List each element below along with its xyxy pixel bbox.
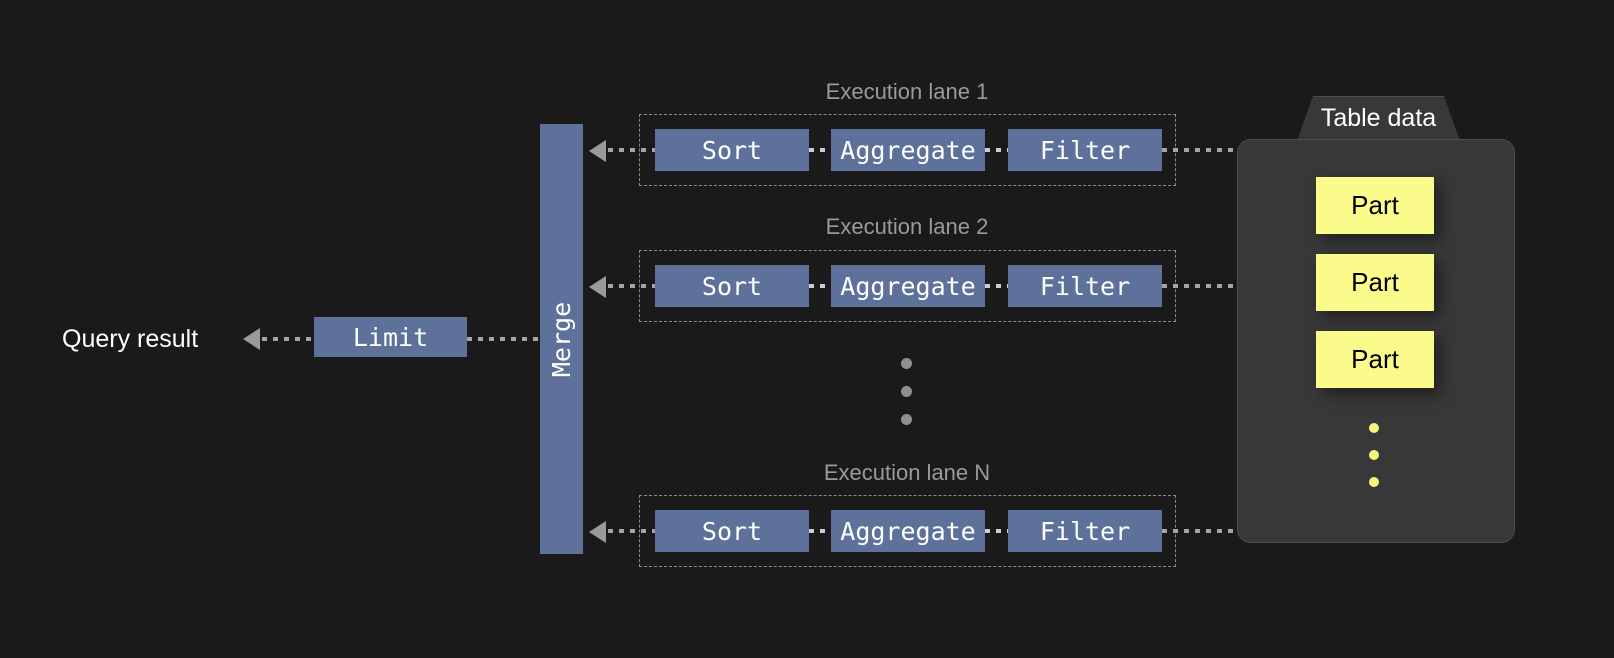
operator-aggregate-lane-n[interactable]: Aggregate [831,510,985,552]
connector-table-to-lane-2 [1162,284,1240,288]
lane-ellipsis-dot [901,414,912,425]
connector-lane-n-to-merge [608,529,656,533]
connector-table-to-lane-1 [1162,148,1240,152]
connector-aggregate-filter-lane-2 [985,284,1008,288]
operator-aggregate-lane-1[interactable]: Aggregate [831,129,985,171]
table-data-tab: Table data [1297,96,1460,141]
part-ellipsis-dot [1369,423,1379,433]
lane-title-1: Execution lane 1 [825,79,989,104]
connector-merge-to-limit [467,337,543,341]
lane-title-n: Execution lane N [823,460,991,485]
connector-lane-1-to-merge [608,148,656,152]
operator-sort-lane-n[interactable]: Sort [655,510,809,552]
operator-filter-lane-n[interactable]: Filter [1008,510,1162,552]
table-data-tab-label: Table data [1320,103,1437,132]
connector-table-to-lane-n [1162,529,1240,533]
merge-bar[interactable]: Merge [540,124,583,554]
operator-filter-lane-2[interactable]: Filter [1008,265,1162,307]
part-box[interactable]: Part [1316,254,1434,311]
operator-sort-lane-1[interactable]: Sort [655,129,809,171]
arrowhead-lane-n [589,521,606,543]
part-ellipsis-dot [1369,477,1379,487]
operator-sort-lane-2[interactable]: Sort [655,265,809,307]
lane-title-2: Execution lane 2 [825,214,989,239]
lane-ellipsis-dot [901,386,912,397]
merge-label: Merge [547,301,577,377]
lane-ellipsis-dot [901,358,912,369]
connector-sort-aggregate-lane-n [809,529,832,533]
operator-limit[interactable]: Limit [314,317,467,357]
arrowhead-query-result [243,328,260,350]
connector-aggregate-filter-lane-n [985,529,1008,533]
operator-aggregate-lane-2[interactable]: Aggregate [831,265,985,307]
part-box[interactable]: Part [1316,331,1434,388]
connector-limit-to-result [262,337,317,341]
arrowhead-lane-1 [589,140,606,162]
part-ellipsis-dot [1369,450,1379,460]
connector-sort-aggregate-lane-1 [809,148,832,152]
connector-aggregate-filter-lane-1 [985,148,1008,152]
query-result-label: Query result [62,325,199,353]
arrowhead-lane-2 [589,276,606,298]
part-box[interactable]: Part [1316,177,1434,234]
operator-filter-lane-1[interactable]: Filter [1008,129,1162,171]
connector-lane-2-to-merge [608,284,656,288]
connector-sort-aggregate-lane-2 [809,284,832,288]
